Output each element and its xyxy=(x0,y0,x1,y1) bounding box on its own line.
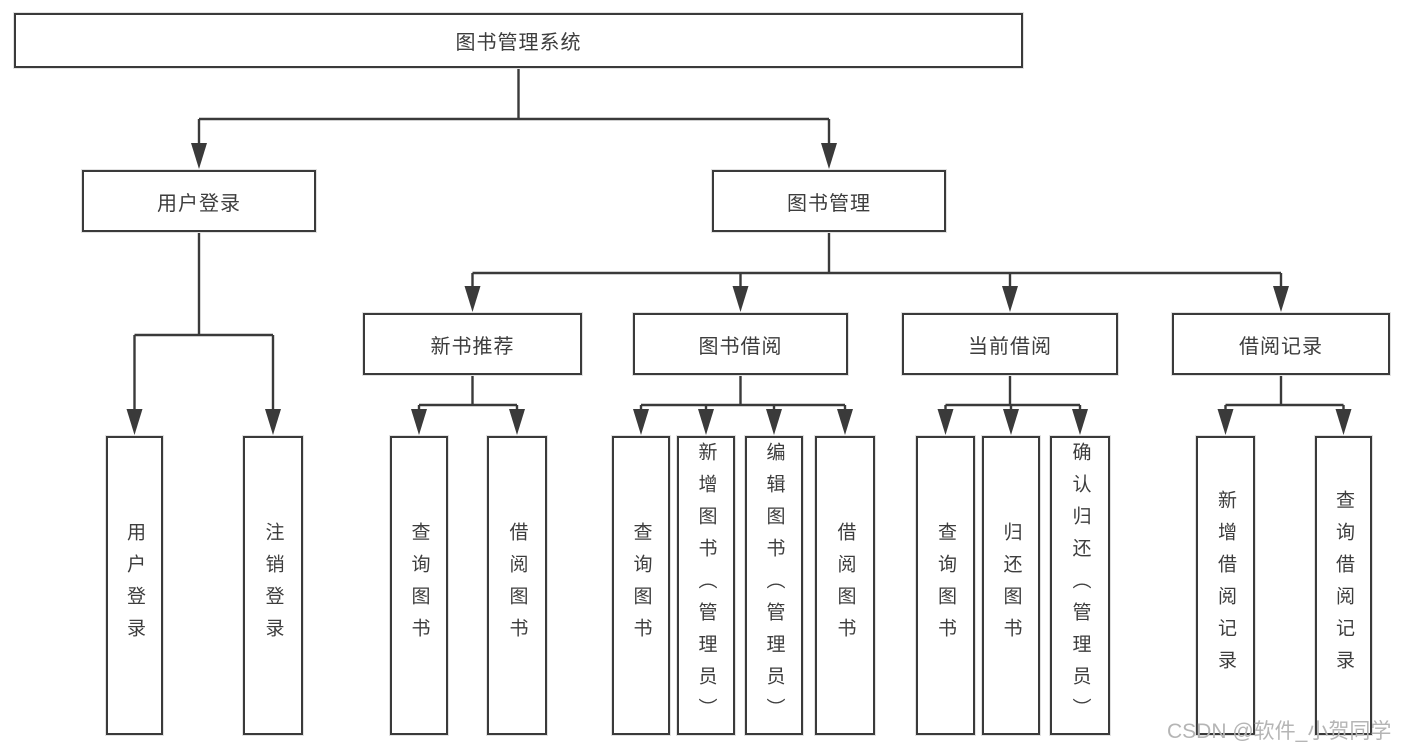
leaf-cb-confirm-return-admin: 确认归还（管理员） xyxy=(1050,436,1110,735)
node-root: 图书管理系统 xyxy=(14,13,1023,68)
leaf-bb-edit-book-admin: 编辑图书（管理员） xyxy=(745,436,803,735)
leaf-bb-borrow-books: 借阅图书 xyxy=(815,436,875,735)
leaf-bb-borrow-books-label: 借阅图书 xyxy=(834,521,856,650)
node-book-borrow-label: 图书借阅 xyxy=(698,335,783,358)
leaf-br-add-record-label: 新增借阅记录 xyxy=(1215,489,1236,682)
leaf-br-add-record: 新增借阅记录 xyxy=(1196,436,1255,735)
leaf-logout: 注销登录 xyxy=(243,436,303,735)
leaf-bb-query-books: 查询图书 xyxy=(612,436,670,735)
node-book-borrow: 图书借阅 xyxy=(633,313,848,375)
arrowheads xyxy=(126,143,1352,435)
node-borrow-records-label: 借阅记录 xyxy=(1239,335,1323,358)
node-root-label: 图书管理系统 xyxy=(455,32,582,54)
leaf-nb-borrow-books: 借阅图书 xyxy=(487,436,547,735)
node-user-login-label: 用户登录 xyxy=(157,192,241,215)
leaf-bb-query-books-label: 查询图书 xyxy=(630,521,652,650)
node-book-management-label: 图书管理 xyxy=(787,192,871,215)
leaf-nb-query-books: 查询图书 xyxy=(390,436,448,735)
csdn-watermark: CSDN @软件_小贺同学 xyxy=(1167,720,1392,743)
node-new-book-recommend: 新书推荐 xyxy=(363,313,582,375)
node-current-borrow: 当前借阅 xyxy=(902,313,1118,375)
leaf-cb-query-books-label: 查询图书 xyxy=(935,521,956,650)
leaf-nb-borrow-books-label: 借阅图书 xyxy=(506,521,528,650)
leaf-cb-return-books: 归还图书 xyxy=(982,436,1040,735)
leaf-bb-edit-book-admin-label: 编辑图书（管理员） xyxy=(763,441,785,730)
leaf-user-login: 用户登录 xyxy=(106,436,163,735)
leaf-cb-query-books: 查询图书 xyxy=(916,436,975,735)
leaf-user-login-label: 用户登录 xyxy=(124,521,145,650)
node-user-login: 用户登录 xyxy=(82,170,316,232)
leaf-br-query-record: 查询借阅记录 xyxy=(1315,436,1372,735)
node-new-book-recommend-label: 新书推荐 xyxy=(430,335,515,358)
leaf-br-query-record-label: 查询借阅记录 xyxy=(1333,489,1354,682)
leaf-bb-add-book-admin: 新增图书（管理员） xyxy=(677,436,735,735)
leaf-bb-add-book-admin-label: 新增图书（管理员） xyxy=(695,441,717,730)
node-borrow-records: 借阅记录 xyxy=(1172,313,1390,375)
node-current-borrow-label: 当前借阅 xyxy=(968,335,1052,358)
leaf-logout-label: 注销登录 xyxy=(262,521,284,650)
leaf-cb-confirm-return-admin-label: 确认归还（管理员） xyxy=(1069,441,1091,730)
leaf-cb-return-books-label: 归还图书 xyxy=(1000,521,1022,650)
node-book-management: 图书管理 xyxy=(712,170,946,232)
leaf-nb-query-books-label: 查询图书 xyxy=(408,521,430,650)
